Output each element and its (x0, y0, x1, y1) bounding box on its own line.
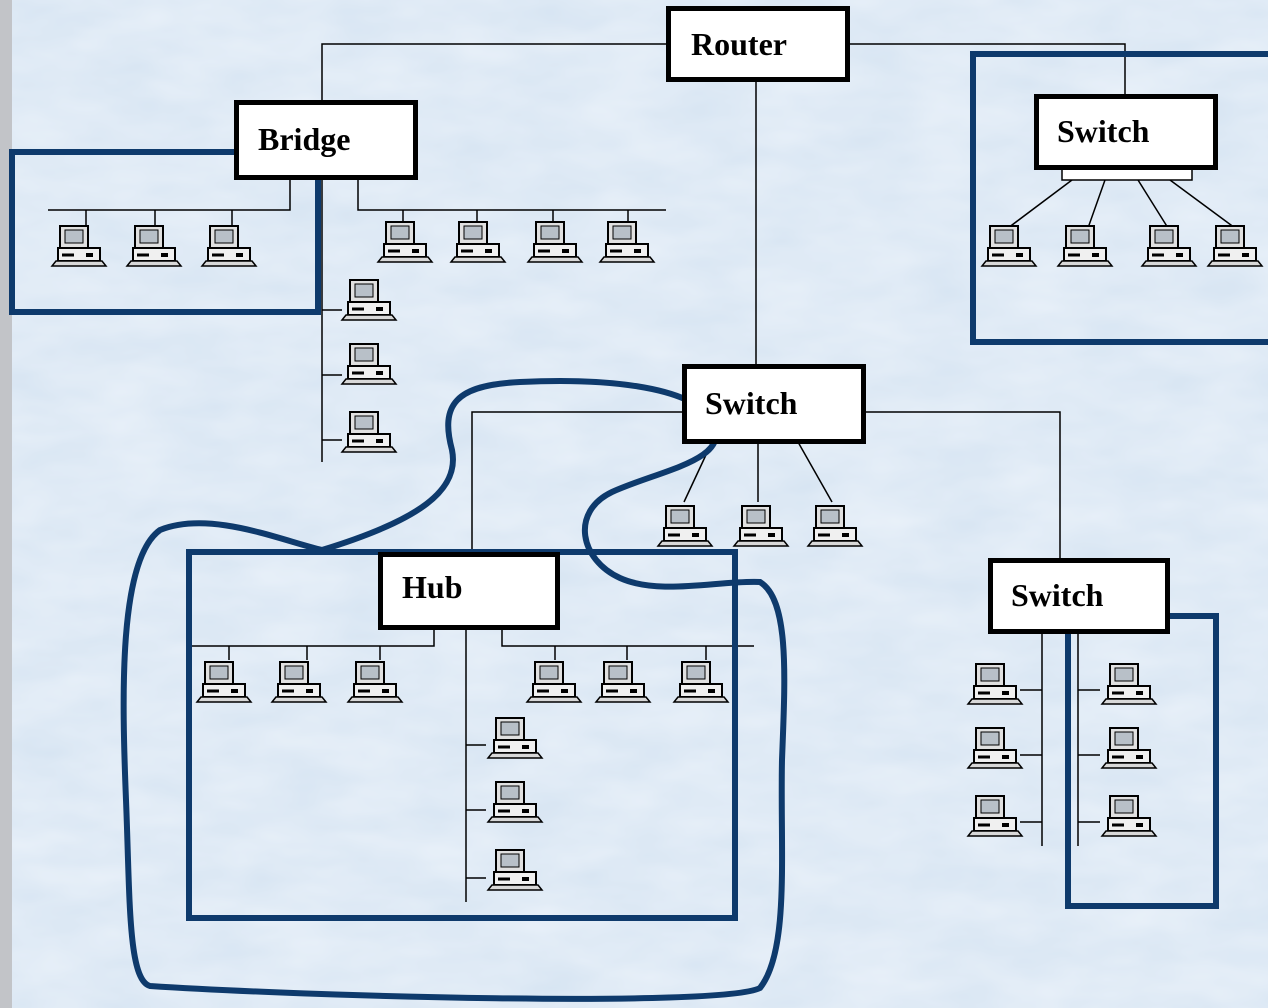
computers-switch-center (656, 504, 864, 548)
router-label: Router (691, 26, 787, 62)
computer-icon (125, 224, 183, 268)
computer-icon (346, 660, 404, 704)
computer-icon (340, 278, 398, 322)
highlight-collision-domain-loop (120, 378, 788, 1002)
bridge-label: Bridge (258, 121, 351, 157)
computer-icon (732, 504, 790, 548)
switch-bottom-right-label: Switch (1011, 577, 1104, 613)
computer-icon (270, 660, 328, 704)
bridge-box[interactable]: Bridge (234, 100, 418, 180)
computer-icon (966, 794, 1024, 838)
computers-switch-bottom-right (1100, 662, 1158, 838)
computer-icon (966, 726, 1024, 770)
highlight-annotations (9, 51, 1268, 1002)
computer-icon (1206, 224, 1264, 268)
computer-icon (966, 662, 1024, 706)
computer-icon (656, 504, 714, 548)
computer-icon (672, 660, 730, 704)
highlight-bridge-segment (9, 149, 321, 315)
computer-icon (50, 224, 108, 268)
computer-icon (486, 716, 544, 760)
computer-icon (449, 220, 507, 264)
hub-label: Hub (402, 569, 463, 605)
computer-icon (200, 224, 258, 268)
computer-icon (195, 660, 253, 704)
switch-center-label: Switch (705, 385, 798, 421)
computers-switch-top-right (980, 224, 1264, 268)
computers-bridge-right (376, 220, 656, 264)
highlight-switch-top-right (970, 51, 1268, 345)
computer-icon (1056, 224, 1114, 268)
computers-bridge-vertical (340, 278, 398, 454)
computer-icon (376, 220, 434, 264)
switch-top-right-label: Switch (1057, 113, 1150, 149)
computer-icon (340, 410, 398, 454)
computers-bridge-left (50, 224, 258, 268)
switch-top-right-box[interactable]: Switch (1034, 94, 1218, 170)
computer-icon (980, 224, 1038, 268)
computer-icon (598, 220, 656, 264)
switch-center-box[interactable]: Switch (682, 364, 866, 444)
computer-icon (1100, 794, 1158, 838)
hub-box[interactable]: Hub (378, 552, 560, 630)
connection-lines (48, 43, 1236, 902)
computer-icon (525, 660, 583, 704)
router-box[interactable]: Router (666, 6, 850, 82)
computer-icon (340, 342, 398, 386)
computers-hub-left (195, 660, 404, 704)
computers-hub-vertical (486, 716, 544, 892)
computer-icon (806, 504, 864, 548)
computer-icon (486, 780, 544, 824)
switch-bottom-right-box[interactable]: Switch (988, 558, 1170, 634)
computer-icon (594, 660, 652, 704)
computer-icon (486, 848, 544, 892)
computer-icon (526, 220, 584, 264)
computer-icon (1100, 726, 1158, 770)
computer-icon (1100, 662, 1158, 706)
computer-icon (1140, 224, 1198, 268)
computers-hub-right (525, 660, 730, 704)
computers-switch-bottom-left (966, 662, 1024, 838)
